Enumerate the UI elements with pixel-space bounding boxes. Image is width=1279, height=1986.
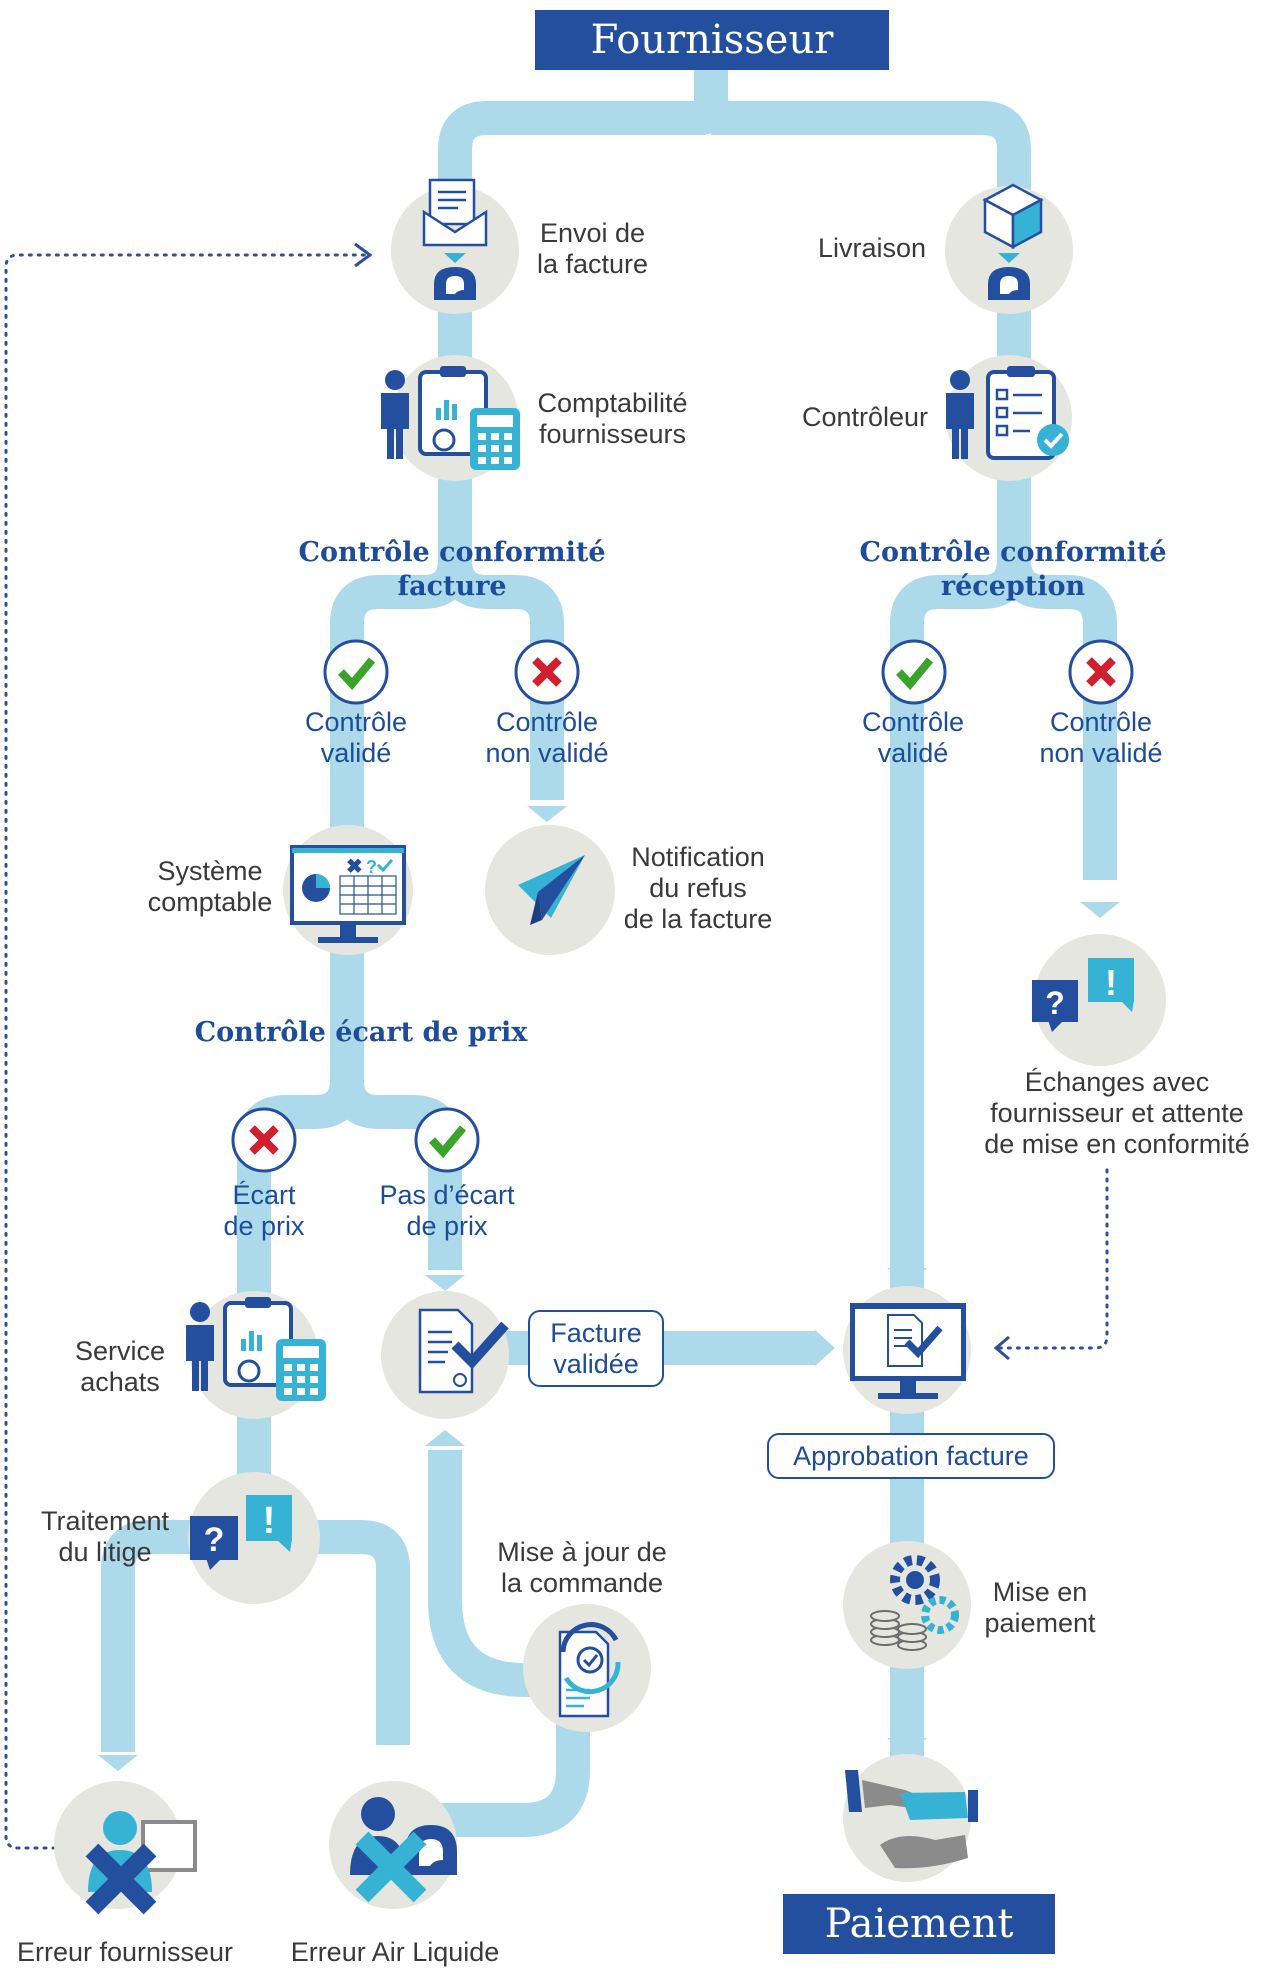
price-gap-title: Contrôle écart de prix (194, 1017, 528, 1048)
cross-icon-2 (1068, 639, 1134, 705)
reception-conformity-title: Contrôle conformité réception (859, 537, 1167, 602)
accounting-monitor-icon: ✖ ? (290, 845, 406, 943)
svg-text:?: ? (1045, 985, 1065, 1021)
validated-invoice-badge: Facture validée (528, 1310, 664, 1387)
dispute-chat-icon-2: ! ? (190, 1495, 292, 1570)
invoice-approval-badge: Approbation facture (767, 1433, 1055, 1479)
price-gap-label: Écart de prix (223, 1180, 305, 1241)
envelope-invoice-icon (422, 178, 488, 247)
order-update-label: Mise à jour de la commande (497, 1537, 667, 1598)
rejection-notification-label: Notification du refus de la facture (623, 842, 773, 934)
accounts-payable-label: Comptabilité fournisseurs (537, 388, 688, 449)
gears-coins-icon (870, 1555, 959, 1651)
invoice-conformity-title: Contrôle conformité facture (298, 537, 606, 602)
svg-text:?: ? (366, 857, 377, 877)
paper-plane-icon (518, 855, 585, 925)
dotted-connectors (4, 253, 1109, 1850)
reception-valid-label: Contrôle validé (861, 707, 965, 768)
no-price-gap-label: Pas d’écart de prix (379, 1180, 515, 1241)
cross-icon (514, 639, 580, 705)
approval-monitor-icon (850, 1303, 966, 1399)
svg-text:!: ! (1105, 962, 1117, 1003)
controller-label: Contrôleur (801, 402, 929, 432)
supplier-header: Fournisseur (535, 10, 889, 70)
flow-arrows (98, 806, 1120, 1771)
validated-document-icon (418, 1308, 509, 1394)
check-icon (323, 639, 389, 705)
air-liquide-logo-icon (434, 253, 476, 300)
air-liquide-error-icon (350, 1797, 457, 1903)
check-icon-2 (881, 639, 947, 705)
invoice-valid-label: Contrôle validé (304, 707, 408, 768)
air-liquide-logo-icon-2 (988, 253, 1030, 300)
controller-checklist-icon (946, 366, 1069, 460)
payment-processing-label: Mise en paiement (984, 1577, 1096, 1638)
check-icon-3 (414, 1107, 480, 1173)
accountant-clipboard-icon (381, 366, 520, 470)
send-invoice-label: Envoi de la facture (536, 218, 649, 279)
purchasing-clipboard-icon (186, 1297, 326, 1401)
purchasing-service-label: Service achats (74, 1336, 166, 1397)
air-liquide-error-label: Erreur Air Liquide (290, 1937, 500, 1967)
reception-not-valid-label: Contrôle non validé (1039, 707, 1163, 768)
supplier-error-label: Erreur fournisseur (16, 1937, 234, 1967)
dispute-handling-label: Traitement du litige (40, 1506, 170, 1567)
payment-footer: Paiement (783, 1894, 1055, 1954)
supplier-exchange-label: Échanges avec fournisseur et attente de … (984, 1067, 1250, 1159)
package-icon (982, 183, 1044, 250)
cross-icon-3 (231, 1107, 297, 1173)
accounting-system-label: Système comptable (147, 856, 273, 917)
order-update-icon (558, 1622, 621, 1718)
invoice-not-valid-label: Contrôle non validé (485, 707, 609, 768)
delivery-label: Livraison (817, 233, 927, 263)
svg-text:?: ? (204, 1521, 225, 1559)
svg-text:!: ! (263, 1500, 276, 1542)
handshake-icon (845, 1770, 978, 1869)
svg-text:✖: ✖ (346, 856, 363, 878)
supplier-error-icon (85, 1811, 197, 1915)
dispute-chat-icon: ! ? (1032, 958, 1134, 1032)
